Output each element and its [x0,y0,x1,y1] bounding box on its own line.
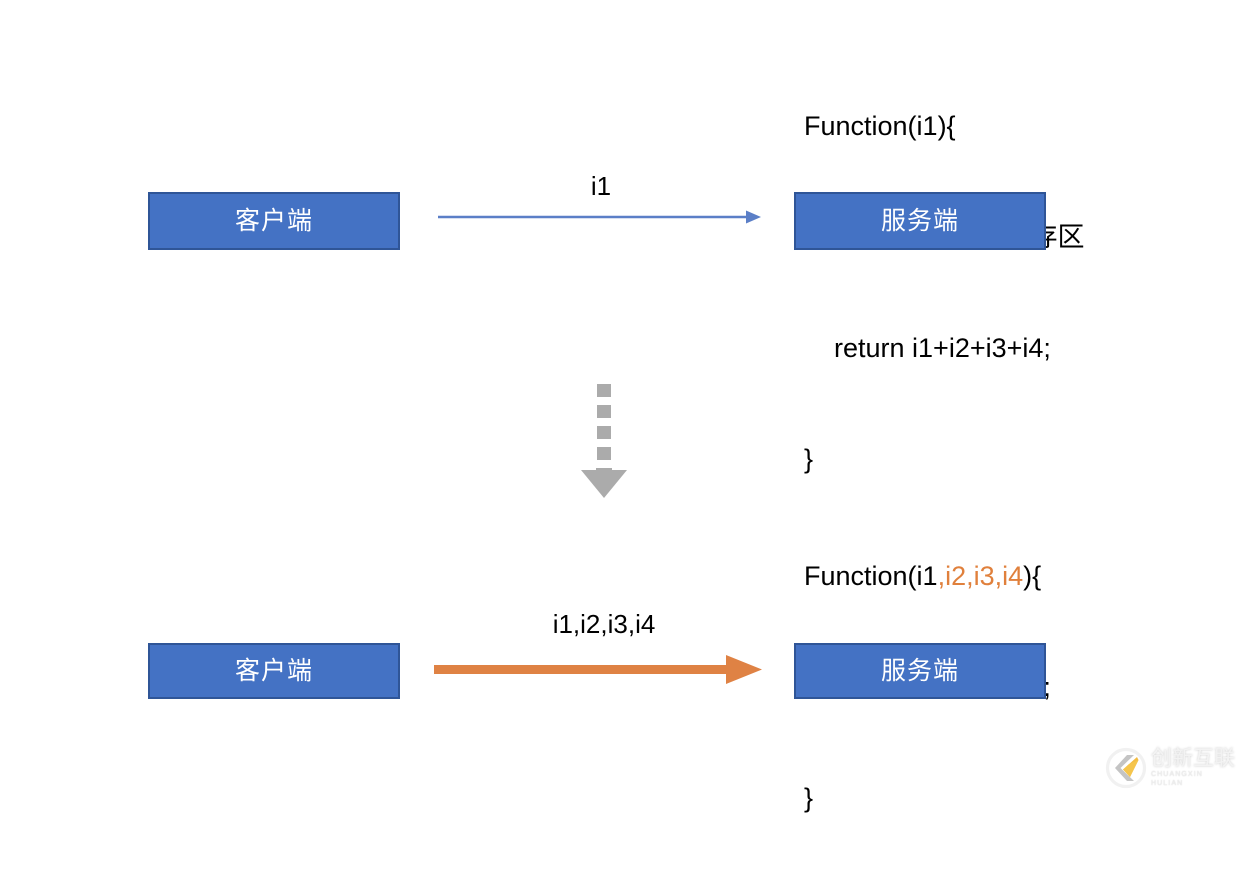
server-node-bottom[interactable]: 服务端 [794,643,1046,699]
client-node-top-label: 客户端 [234,206,313,235]
code-line: Function(i1){ [804,111,956,141]
dotted-down-arrow-icon [581,384,627,498]
server-node-top-label: 服务端 [880,206,959,235]
code-signature-added-params: ,i2,i3,i4 [937,561,1024,591]
top-arrow-label: i1 [590,171,612,201]
code-line: } [804,783,814,813]
client-node-bottom-label: 客户端 [234,656,313,685]
watermark-title: 创新互联 [1151,747,1235,770]
code-line: } [804,444,814,474]
watermark-text: 创新互联 CHUANGXIN HULIAN [1151,748,1238,788]
cx-circle-logo-icon [1105,747,1147,789]
server-node-top[interactable]: 服务端 [794,192,1046,250]
client-node-top[interactable]: 客户端 [148,192,400,250]
server-node-bottom-label: 服务端 [880,656,959,685]
top-flow-arrow-icon [438,210,761,224]
client-node-bottom[interactable]: 客户端 [148,643,400,699]
code-line: return i1+i2+i3+i4; [804,333,1051,363]
diagram-canvas: Function(i1){ // i2,i3,i4 from 暂存区 retur… [148,34,1238,813]
bottom-arrow-label: i1,i2,i3,i4 [552,609,656,639]
watermark-subtitle: CHUANGXIN HULIAN [1151,771,1203,787]
code-signature-suffix: ){ [1023,561,1042,591]
code-line-signature: Function(i1,i2,i3,i4){ [804,558,1051,595]
server-code-before: Function(i1){ // i2,i3,i4 from 暂存区 retur… [804,34,1085,552]
code-signature-prefix: Function(i1 [804,561,938,591]
watermark: 创新互联 CHUANGXIN HULIAN [1104,744,1238,792]
bottom-flow-arrow-icon [434,655,762,684]
